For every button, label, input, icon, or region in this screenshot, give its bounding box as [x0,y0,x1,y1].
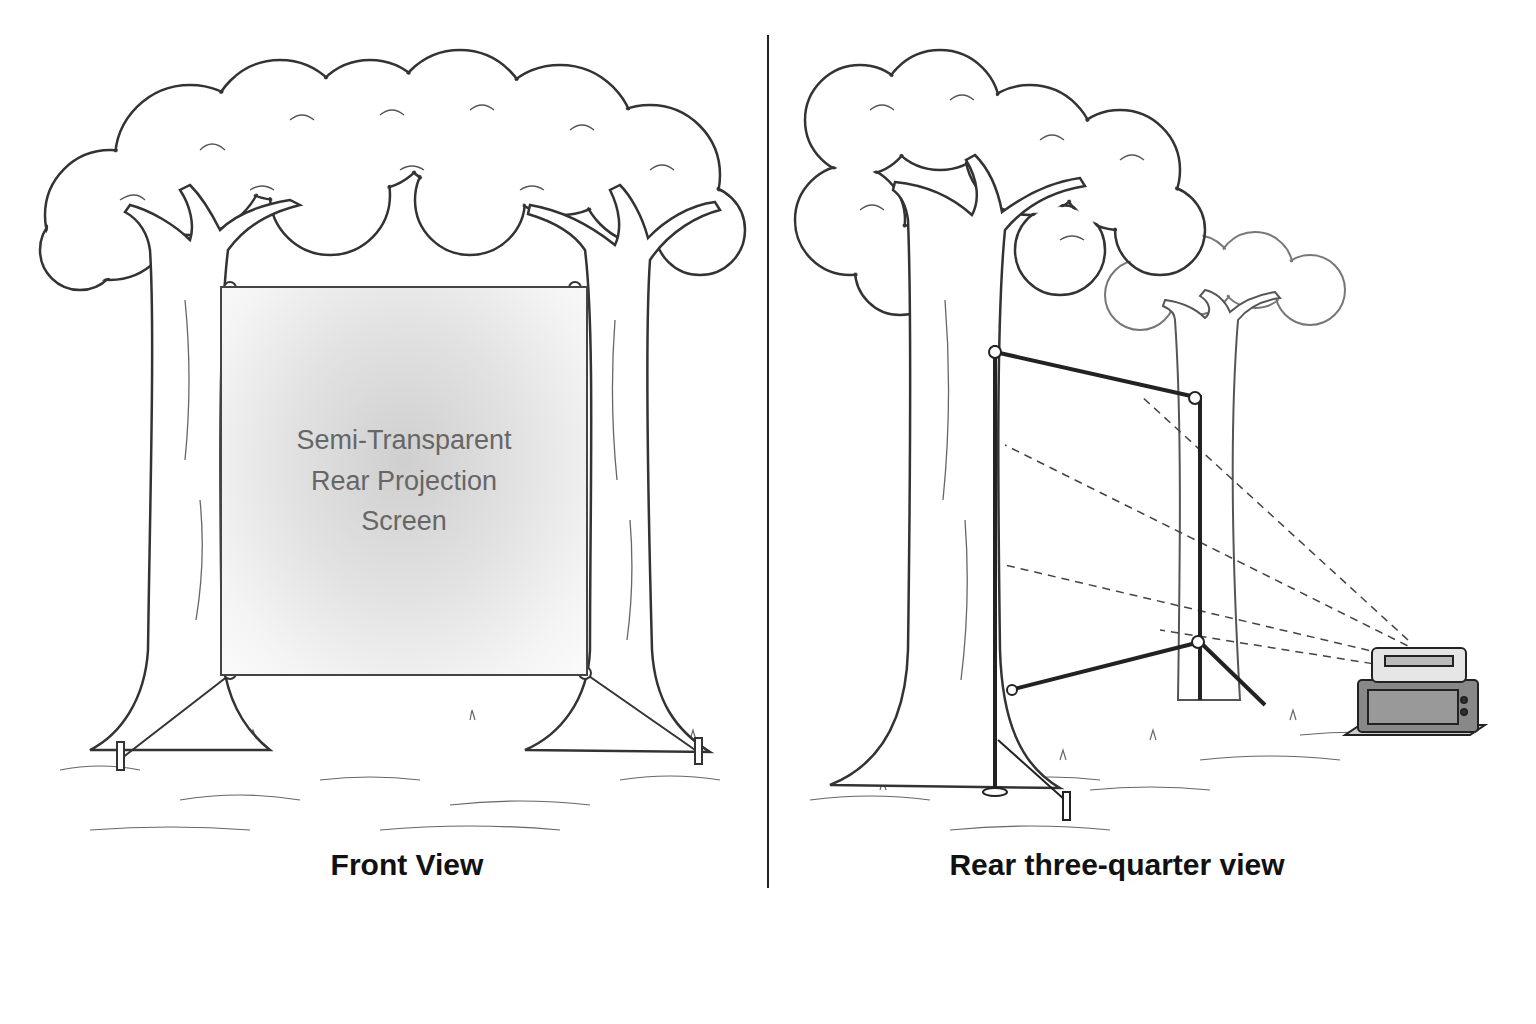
projection-beam [1005,395,1420,668]
tree-trunk [830,155,1085,788]
tree-trunk [90,185,720,752]
view-caption: Front View [331,848,484,882]
screen-frame [995,345,1265,800]
divider-line [767,35,769,888]
screen-label: Semi-Transparent Rear Projection Screen [294,420,514,542]
projector [1345,648,1485,735]
guy-rope [122,282,698,758]
rear-projection-screen: Semi-Transparent Rear Projection Screen [220,286,588,676]
tree-trunk [1163,290,1280,700]
ground-stake [117,738,702,770]
frame-joint [983,346,1204,820]
view-caption: Rear three-quarter view [949,848,1284,882]
